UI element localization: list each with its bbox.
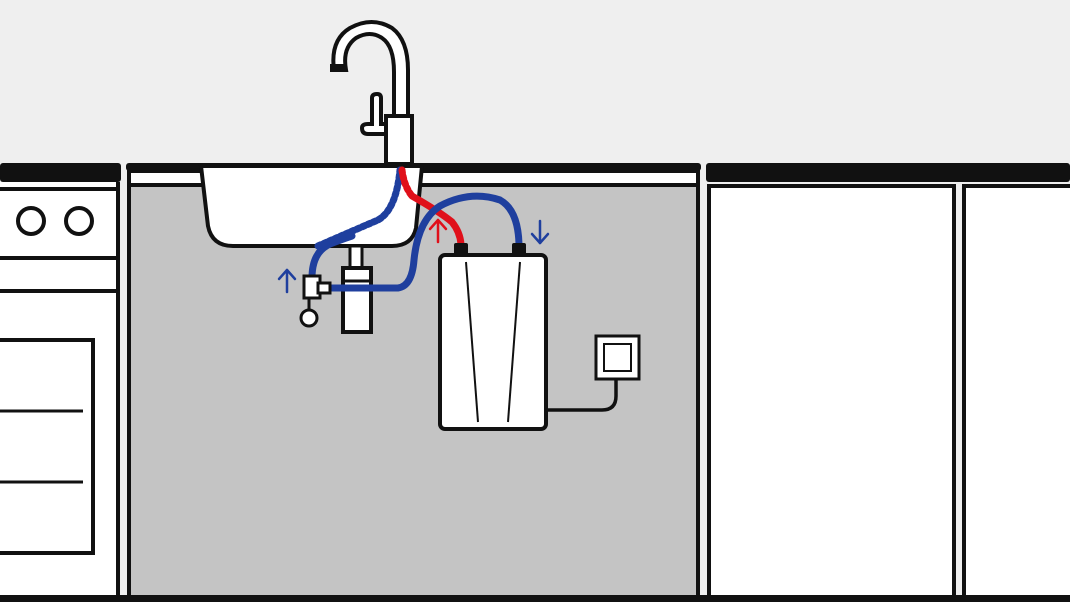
flow-arrow-up-hot (428, 218, 448, 244)
oven-body (0, 182, 118, 602)
water-hoses (308, 166, 523, 292)
flow-arrow-down-cold-head (530, 232, 550, 245)
socket-inner (603, 343, 632, 372)
right-cabinet-1 (707, 184, 956, 602)
right-cabinet-2 (962, 184, 1070, 602)
oven-knob-left (16, 206, 46, 236)
right-cabinets (706, 163, 1070, 602)
flow-arrow-up-hot-head (428, 218, 448, 231)
floor-line (0, 595, 1070, 602)
power-cable (546, 378, 618, 412)
siphon-neck (348, 244, 364, 270)
oven-window (0, 338, 95, 555)
flow-arrow-down-cold (530, 219, 550, 245)
faucet-spout-tip (330, 64, 344, 72)
hot-outlet-hose (408, 192, 465, 248)
faucet-body (384, 114, 414, 166)
valve-outlet (316, 281, 332, 295)
cold-inlet-hose (322, 192, 523, 292)
heater-front-panel-left (465, 261, 479, 423)
oven-cabinet (0, 163, 121, 602)
oven-knob-right (64, 206, 94, 236)
left-countertop (0, 163, 121, 182)
flow-arrow-up-cold-head (277, 268, 297, 281)
heater-cold-connector (512, 243, 526, 255)
heater-hot-connector (454, 243, 468, 255)
valve-knob (299, 308, 319, 328)
siphon-body (341, 266, 373, 334)
cold-supply-hose-dashed (314, 166, 404, 250)
mixer-tap-icon (330, 20, 414, 166)
angle-valve-icon (299, 274, 332, 328)
sink-siphon (341, 244, 373, 334)
under-sink-water-heater-icon (438, 243, 548, 431)
right-countertop (706, 163, 1070, 182)
flow-arrows (277, 218, 550, 294)
heater-body (438, 253, 548, 431)
heater-front-panel-right (507, 261, 521, 423)
power-socket-icon (594, 334, 641, 381)
flow-arrow-up-cold (277, 268, 297, 294)
